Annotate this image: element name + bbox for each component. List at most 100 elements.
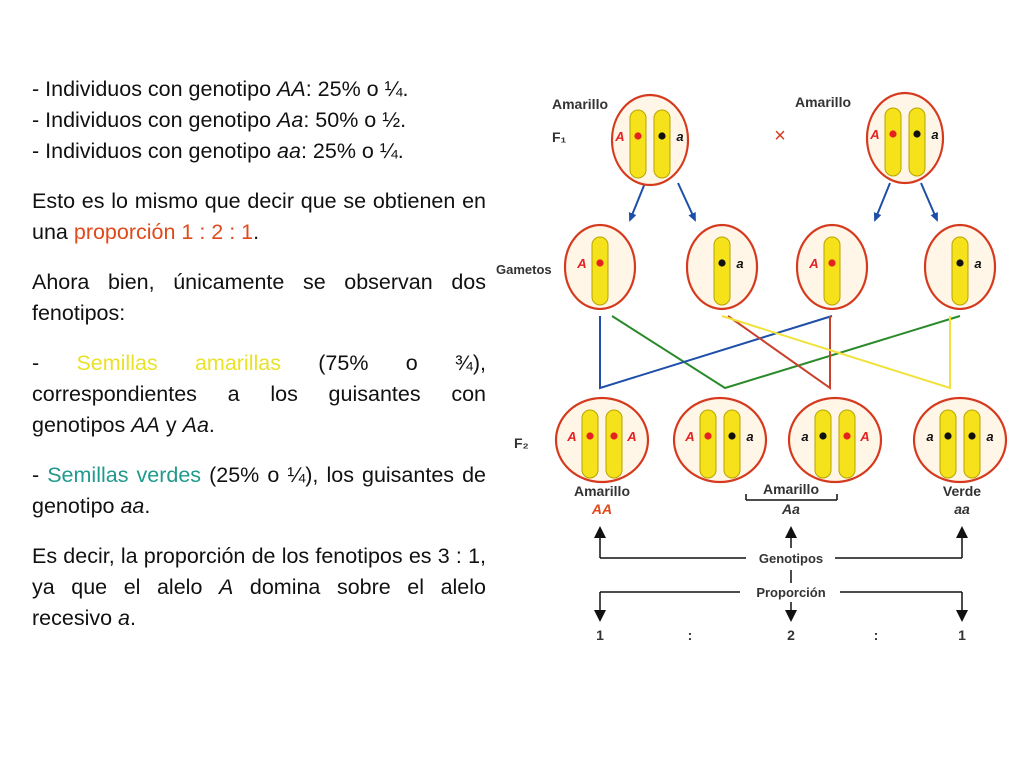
allele-dot xyxy=(819,432,827,440)
chromosome xyxy=(723,409,741,479)
chromosome xyxy=(814,409,832,479)
proportion-highlight: proporción 1 : 2 : 1 xyxy=(73,220,254,244)
fertilization-lines xyxy=(599,315,961,390)
allele-dot xyxy=(634,132,642,140)
allele-label: A xyxy=(684,429,694,444)
allele-label: A xyxy=(808,256,818,271)
genotype-middle: Aa xyxy=(781,501,800,517)
proportion-title: Proporción xyxy=(756,585,825,600)
genotype-line-AA: - Individuos con genotipo AA: 25% o ¼. xyxy=(32,77,409,101)
allele-dot xyxy=(586,432,594,440)
yellow-seeds-highlight: Semillas amarillas xyxy=(76,351,281,375)
f2-label: F₂ xyxy=(514,435,529,451)
cross-symbol: × xyxy=(774,125,786,147)
explanation-text: - Individuos con genotipo AA: 25% o ¼. -… xyxy=(32,74,486,634)
allele-label: A xyxy=(614,129,624,144)
genotypes-title: Genotipos xyxy=(759,551,823,566)
cell-membrane xyxy=(554,396,650,484)
yellow-seeds-paragraph: - Semillas amarillas (75% o ¾), correspo… xyxy=(32,351,486,437)
allele-label: A xyxy=(576,256,586,271)
chromosome xyxy=(653,109,671,179)
f1-label: F₁ xyxy=(552,129,567,145)
allele-dot xyxy=(728,432,736,440)
parent-right-label: Amarillo xyxy=(795,94,851,110)
green-seeds-highlight: Semillas verdes xyxy=(47,463,202,487)
allele-dot xyxy=(968,432,976,440)
genotype-left: AA xyxy=(591,501,612,517)
chromosome xyxy=(838,409,856,479)
genotype-line-aa: - Individuos con genotipo aa: 25% o ¼. xyxy=(32,139,404,163)
allele-label: A xyxy=(566,429,576,444)
green-seeds-paragraph: - Semillas verdes (25% o ¼), los guisant… xyxy=(32,463,486,518)
allele-label: a xyxy=(736,256,743,271)
gamete-cell-3: A xyxy=(795,223,869,311)
allele-label: a xyxy=(676,129,683,144)
cell-membrane xyxy=(912,396,1008,484)
allele-dot xyxy=(944,432,952,440)
phenotype-right: Verde xyxy=(943,483,981,499)
cell-membrane xyxy=(787,396,883,484)
conclusion-paragraph: Es decir, la proporción de los fenotipos… xyxy=(32,544,486,630)
ratio-3: 1 xyxy=(958,627,966,643)
cell-membrane xyxy=(672,396,768,484)
chromosome xyxy=(581,409,599,479)
allele-dot xyxy=(610,432,618,440)
summary-brackets xyxy=(599,494,963,612)
allele-label: a xyxy=(746,429,753,444)
gamete-cell-2: a xyxy=(685,223,759,311)
gamete-cell-4: a xyxy=(923,223,997,311)
chromosome xyxy=(713,236,731,306)
chromosome xyxy=(823,236,841,306)
ratio-row: 1 : 2 : 1 xyxy=(596,627,966,643)
ratio-sep-2: : xyxy=(874,627,879,643)
chromosome xyxy=(908,107,926,177)
phenotype-middle: Amarillo xyxy=(763,481,819,497)
allele-label: a xyxy=(986,429,993,444)
ratio-sep-1: : xyxy=(688,627,693,643)
allele-dot xyxy=(596,259,604,267)
allele-dot xyxy=(704,432,712,440)
chromosome xyxy=(939,409,957,479)
summary-arrowheads xyxy=(594,526,968,622)
chromosome xyxy=(699,409,717,479)
allele-label: a xyxy=(926,429,933,444)
allele-label: A xyxy=(869,127,879,142)
genotype-list: - Individuos con genotipo AA: 25% o ¼. -… xyxy=(32,74,486,167)
allele-label: A xyxy=(626,429,636,444)
chromosome xyxy=(629,109,647,179)
allele-dot xyxy=(889,130,897,138)
parent-left-label: Amarillo xyxy=(552,96,608,112)
phenotype-left: Amarillo xyxy=(574,483,630,499)
ratio-1: 1 xyxy=(596,627,604,643)
allele-label: A xyxy=(859,429,869,444)
allele-dot xyxy=(956,259,964,267)
allele-dot xyxy=(913,130,921,138)
proportion-paragraph: Esto es lo mismo que decir que se obtien… xyxy=(32,189,486,244)
chromosome xyxy=(884,107,902,177)
mendel-cross-diagram: F₁ F₂ Gametos Amarillo Amarillo × xyxy=(496,91,1008,643)
chromosome xyxy=(605,409,623,479)
allele-label: a xyxy=(974,256,981,271)
meiosis-arrows xyxy=(628,182,938,222)
chromosome xyxy=(591,236,609,306)
allele-dot xyxy=(828,259,836,267)
allele-label: a xyxy=(931,127,938,142)
allele-label: a xyxy=(801,429,808,444)
chromosome xyxy=(951,236,969,306)
genotype-right: aa xyxy=(954,501,970,517)
ratio-2: 2 xyxy=(787,627,795,643)
genotype-line-Aa: - Individuos con genotipo Aa: 50% o ½. xyxy=(32,108,407,132)
gametes-label: Gametos xyxy=(496,262,552,277)
chromosome xyxy=(963,409,981,479)
gamete-cell-1: A xyxy=(563,223,637,311)
allele-dot xyxy=(843,432,851,440)
allele-dot xyxy=(658,132,666,140)
allele-dot xyxy=(718,259,726,267)
